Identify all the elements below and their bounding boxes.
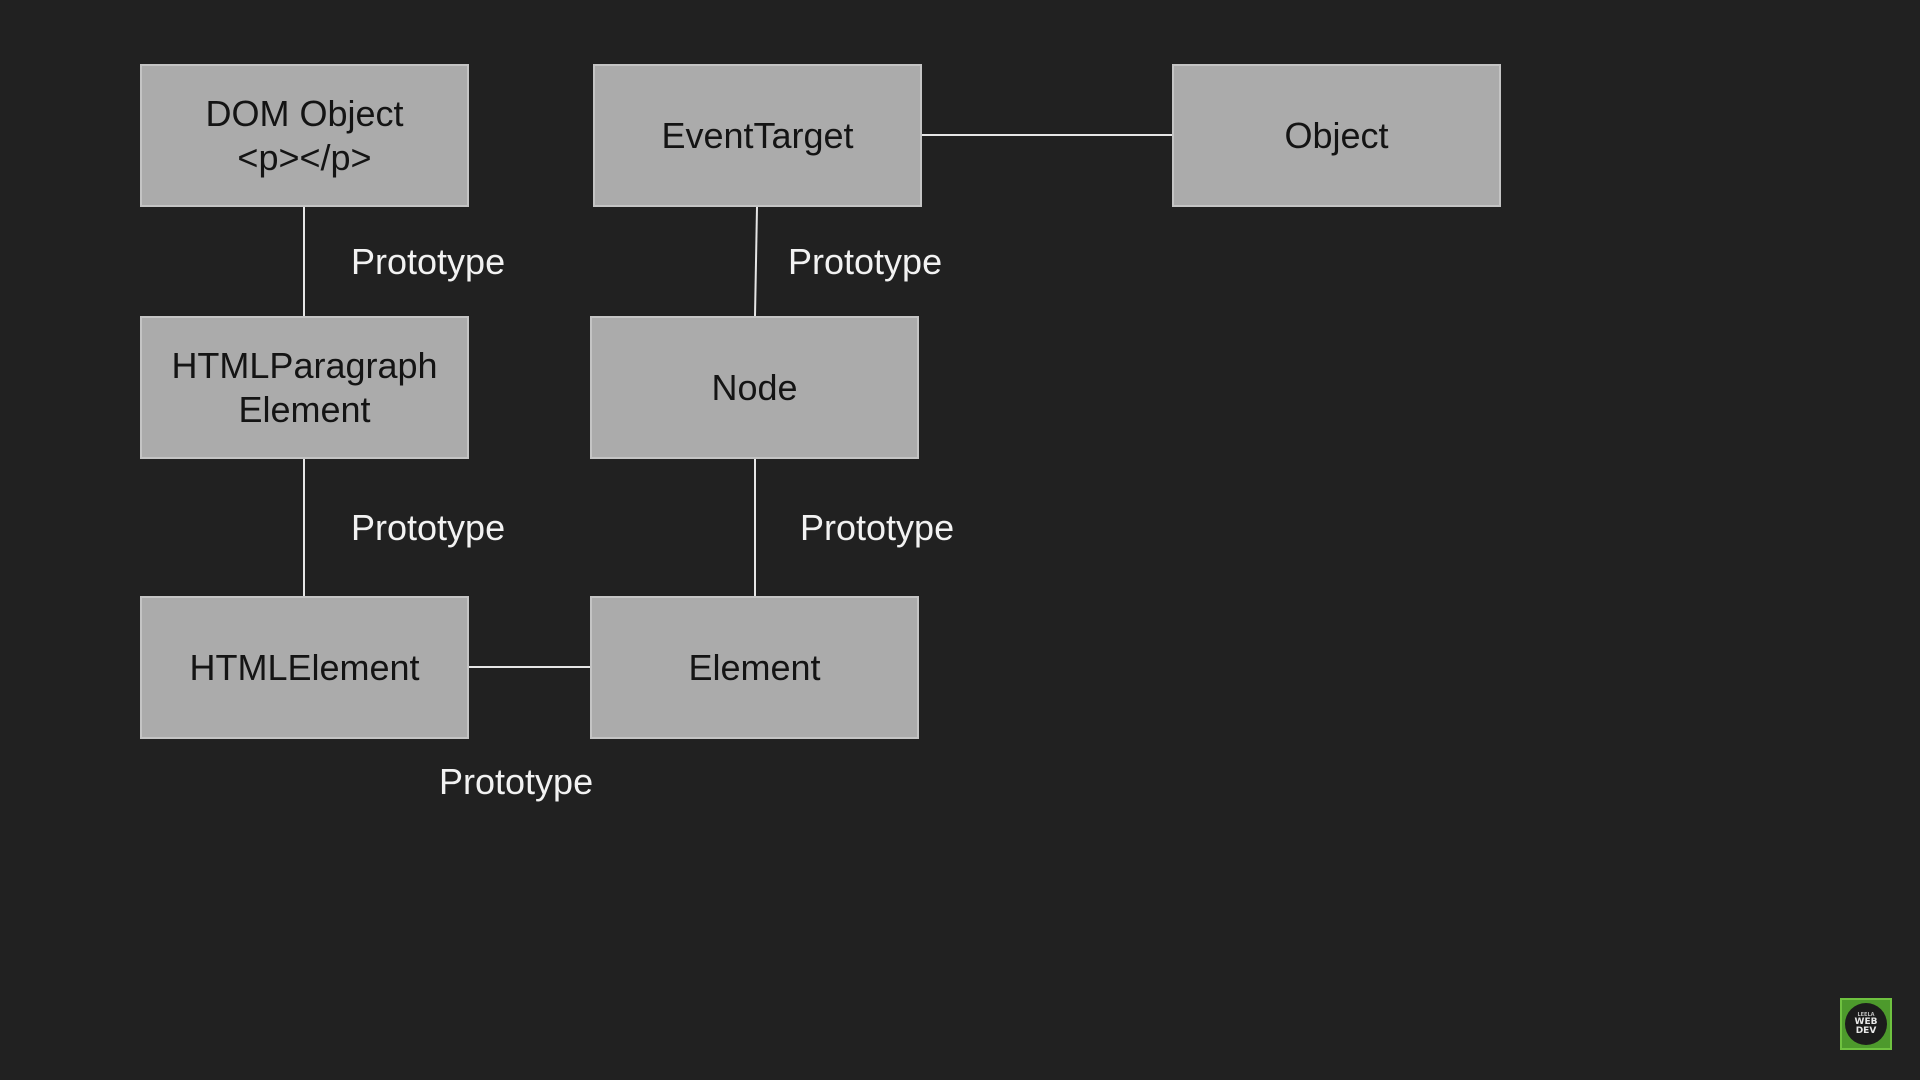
node-htmlparagraphelement-line2: Element — [238, 388, 371, 430]
channel-logo-line1: LEELA — [1857, 1012, 1875, 1018]
node-htmlparagraphelement-line1: HTMLParagraph — [171, 344, 438, 386]
node-dom-object-title: DOM Object — [205, 92, 404, 134]
node-element-label: Element — [688, 646, 821, 688]
edge-label-dom-to-paragraph: Prototype — [351, 241, 506, 282]
node-element: Element — [590, 596, 919, 739]
node-object: Object — [1172, 64, 1501, 207]
edge-eventtarget-to-node — [754, 206, 758, 317]
node-htmlparagraphelement: HTMLParagraph Element — [140, 316, 469, 459]
node-htmlelement-label: HTMLElement — [189, 646, 420, 688]
node-object-label: Object — [1284, 114, 1389, 156]
edge-label-eventtarget-to-node: Prototype — [788, 241, 943, 282]
node-eventtarget: EventTarget — [593, 64, 922, 207]
edge-label-paragraph-to-htmlelement: Prototype — [351, 507, 506, 548]
node-eventtarget-label: EventTarget — [661, 114, 854, 156]
node-dom-object-tag: <p></p> — [237, 136, 372, 178]
edge-label-htmlelement-to-element: Prototype — [439, 761, 594, 802]
node-node: Node — [590, 316, 919, 459]
channel-logo-line3: DEV — [1855, 1026, 1877, 1036]
node-dom-object: DOM Object <p></p> — [140, 64, 469, 207]
node-htmlelement: HTMLElement — [140, 596, 469, 739]
channel-logo-badge: LEELA WEB DEV — [1845, 1003, 1887, 1045]
edge-label-node-to-element: Prototype — [800, 507, 955, 548]
node-node-label: Node — [711, 366, 798, 408]
channel-logo-line2: WEB — [1854, 1017, 1878, 1027]
channel-logo: LEELA WEB DEV — [1840, 998, 1892, 1050]
